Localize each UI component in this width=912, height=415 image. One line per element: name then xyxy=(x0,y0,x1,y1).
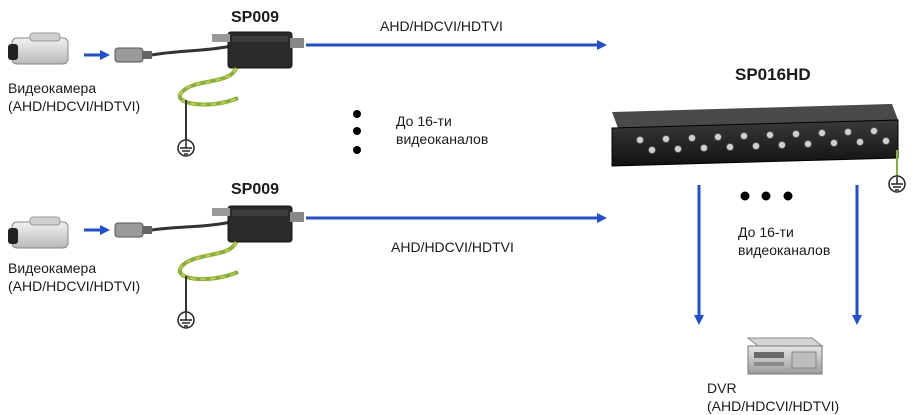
channels-note-right: До 16-ти видеоканалов xyxy=(738,223,830,259)
camera-2-label-line2: (AHD/HDCVI/HDTVI) xyxy=(8,278,141,294)
sp016hd-label: SP016HD xyxy=(735,65,811,84)
dvr-label: DVR (AHD/HDCVI/HDTVI) xyxy=(707,379,839,415)
ground-cable-1 xyxy=(177,66,239,140)
signal-label-1: AHD/HDCVI/HDTVI xyxy=(380,18,503,34)
camera-2-label-line1: Видеокамера xyxy=(8,260,97,276)
channels-note-right-line1: До 16-ти xyxy=(738,224,794,240)
ground-symbol-icon xyxy=(177,311,195,329)
camera-1-label-line2: (AHD/HDCVI/HDTVI) xyxy=(8,98,141,114)
channels-note-left-line2: видеоканалов xyxy=(396,131,489,147)
coax-cable-1 xyxy=(151,44,233,57)
dvr-label-line2: (AHD/HDCVI/HDTVI) xyxy=(707,398,840,414)
camera-1-label-line1: Видеокамера xyxy=(8,80,97,96)
channels-note-left: До 16-ти видеоканалов xyxy=(396,112,488,148)
camera-1-label: Видеокамера (AHD/HDCVI/HDTVI) xyxy=(8,79,140,115)
camera-2 xyxy=(8,216,69,249)
sp009-device-2 xyxy=(212,205,304,243)
camera-1 xyxy=(8,32,69,65)
channels-note-right-line2: видеоканалов xyxy=(738,242,831,258)
signal-label-2: AHD/HDCVI/HDTVI xyxy=(391,239,514,255)
sp016hd-receiver xyxy=(611,104,899,167)
more-channels-dots-left xyxy=(353,110,361,154)
dvr-device xyxy=(746,337,824,375)
ground-cable-2 xyxy=(177,240,239,312)
ground-symbol-icon xyxy=(177,139,195,157)
dvr-label-line1: DVR xyxy=(707,380,737,396)
sp009-device-1 xyxy=(212,31,304,69)
channels-note-left-line1: До 16-ти xyxy=(396,113,452,129)
bnc-connector-2 xyxy=(114,222,152,238)
more-channels-dots-right xyxy=(740,191,793,201)
bnc-connector-1 xyxy=(114,47,152,63)
camera-2-label: Видеокамера (AHD/HDCVI/HDTVI) xyxy=(8,259,140,295)
ground-symbol-icon xyxy=(888,175,906,193)
sp009-label-1: SP009 xyxy=(231,9,280,26)
coax-cable-2 xyxy=(151,220,233,232)
sp009-label-2: SP009 xyxy=(231,181,280,198)
